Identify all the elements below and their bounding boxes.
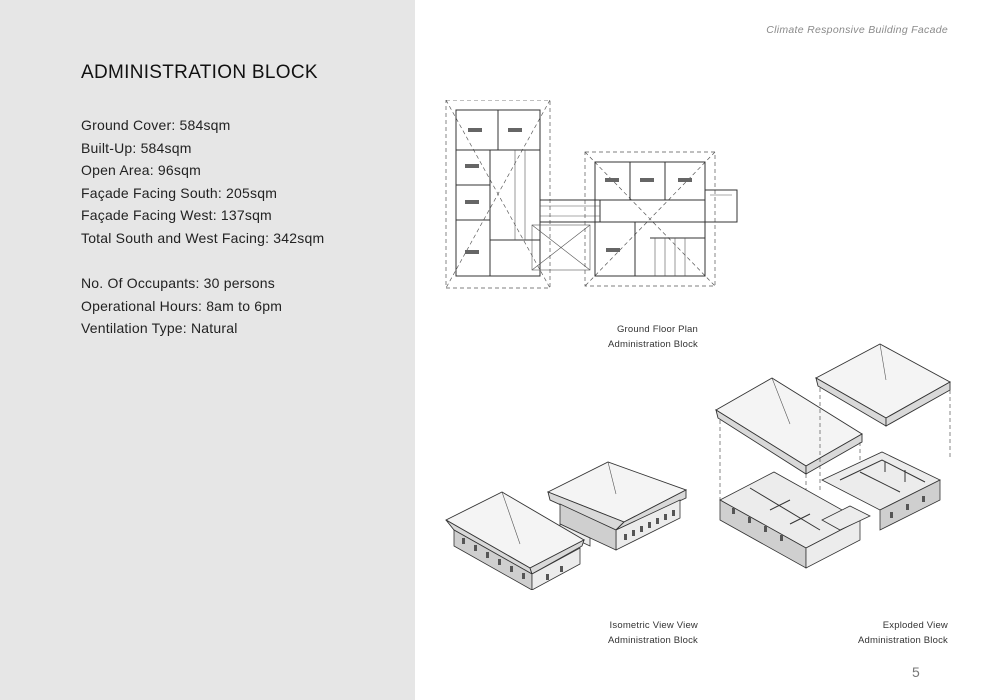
page-number: 5 — [912, 664, 920, 680]
stat-built-up: Built-Up: 584sqm — [81, 139, 192, 156]
isometric-caption: Isometric View View Administration Block — [560, 618, 698, 648]
exploded-caption-subtitle: Administration Block — [857, 635, 948, 646]
stat-facade-south: Façade Facing South: 205sqm — [81, 184, 278, 201]
isometric-caption-subtitle: Administration Block — [607, 635, 698, 646]
left-info-panel: ADMINISTRATION BLOCK Ground Cover: 584sq… — [0, 0, 415, 700]
project-title: Climate Responsive Building Facade — [766, 24, 948, 36]
block-title: ADMINISTRATION BLOCK — [81, 62, 318, 83]
stat-operational-hours: Operational Hours: 8am to 6pm — [81, 297, 283, 314]
stat-ventilation: Ventilation Type: Natural — [81, 320, 238, 336]
stat-occupants: No. Of Occupants: 30 persons — [81, 275, 275, 291]
stat-ground-cover: Ground Cover: 584sqm — [81, 117, 231, 133]
exploded-caption: Exploded View Administration Block — [810, 618, 948, 648]
isometric-view-drawing — [445, 461, 688, 590]
stat-open-area: Open Area: 96sqm — [81, 162, 201, 178]
ground-floor-plan-drawing — [445, 100, 738, 289]
stat-total-facing: Total South and West Facing: 342sqm — [81, 229, 325, 246]
plan-caption: Ground Floor Plan Administration Block — [560, 322, 698, 352]
isometric-caption-title: Isometric View View — [609, 620, 698, 631]
plan-caption-title: Ground Floor Plan — [616, 324, 698, 335]
exploded-caption-title: Exploded View — [882, 620, 948, 631]
block-stats: Ground Cover: 584sqm Built-Up: 584sqm Op… — [81, 114, 324, 340]
plan-caption-subtitle: Administration Block — [607, 339, 698, 350]
stat-facade-west: Façade Facing West: 137sqm — [81, 207, 272, 223]
exploded-view-drawing — [715, 343, 951, 569]
